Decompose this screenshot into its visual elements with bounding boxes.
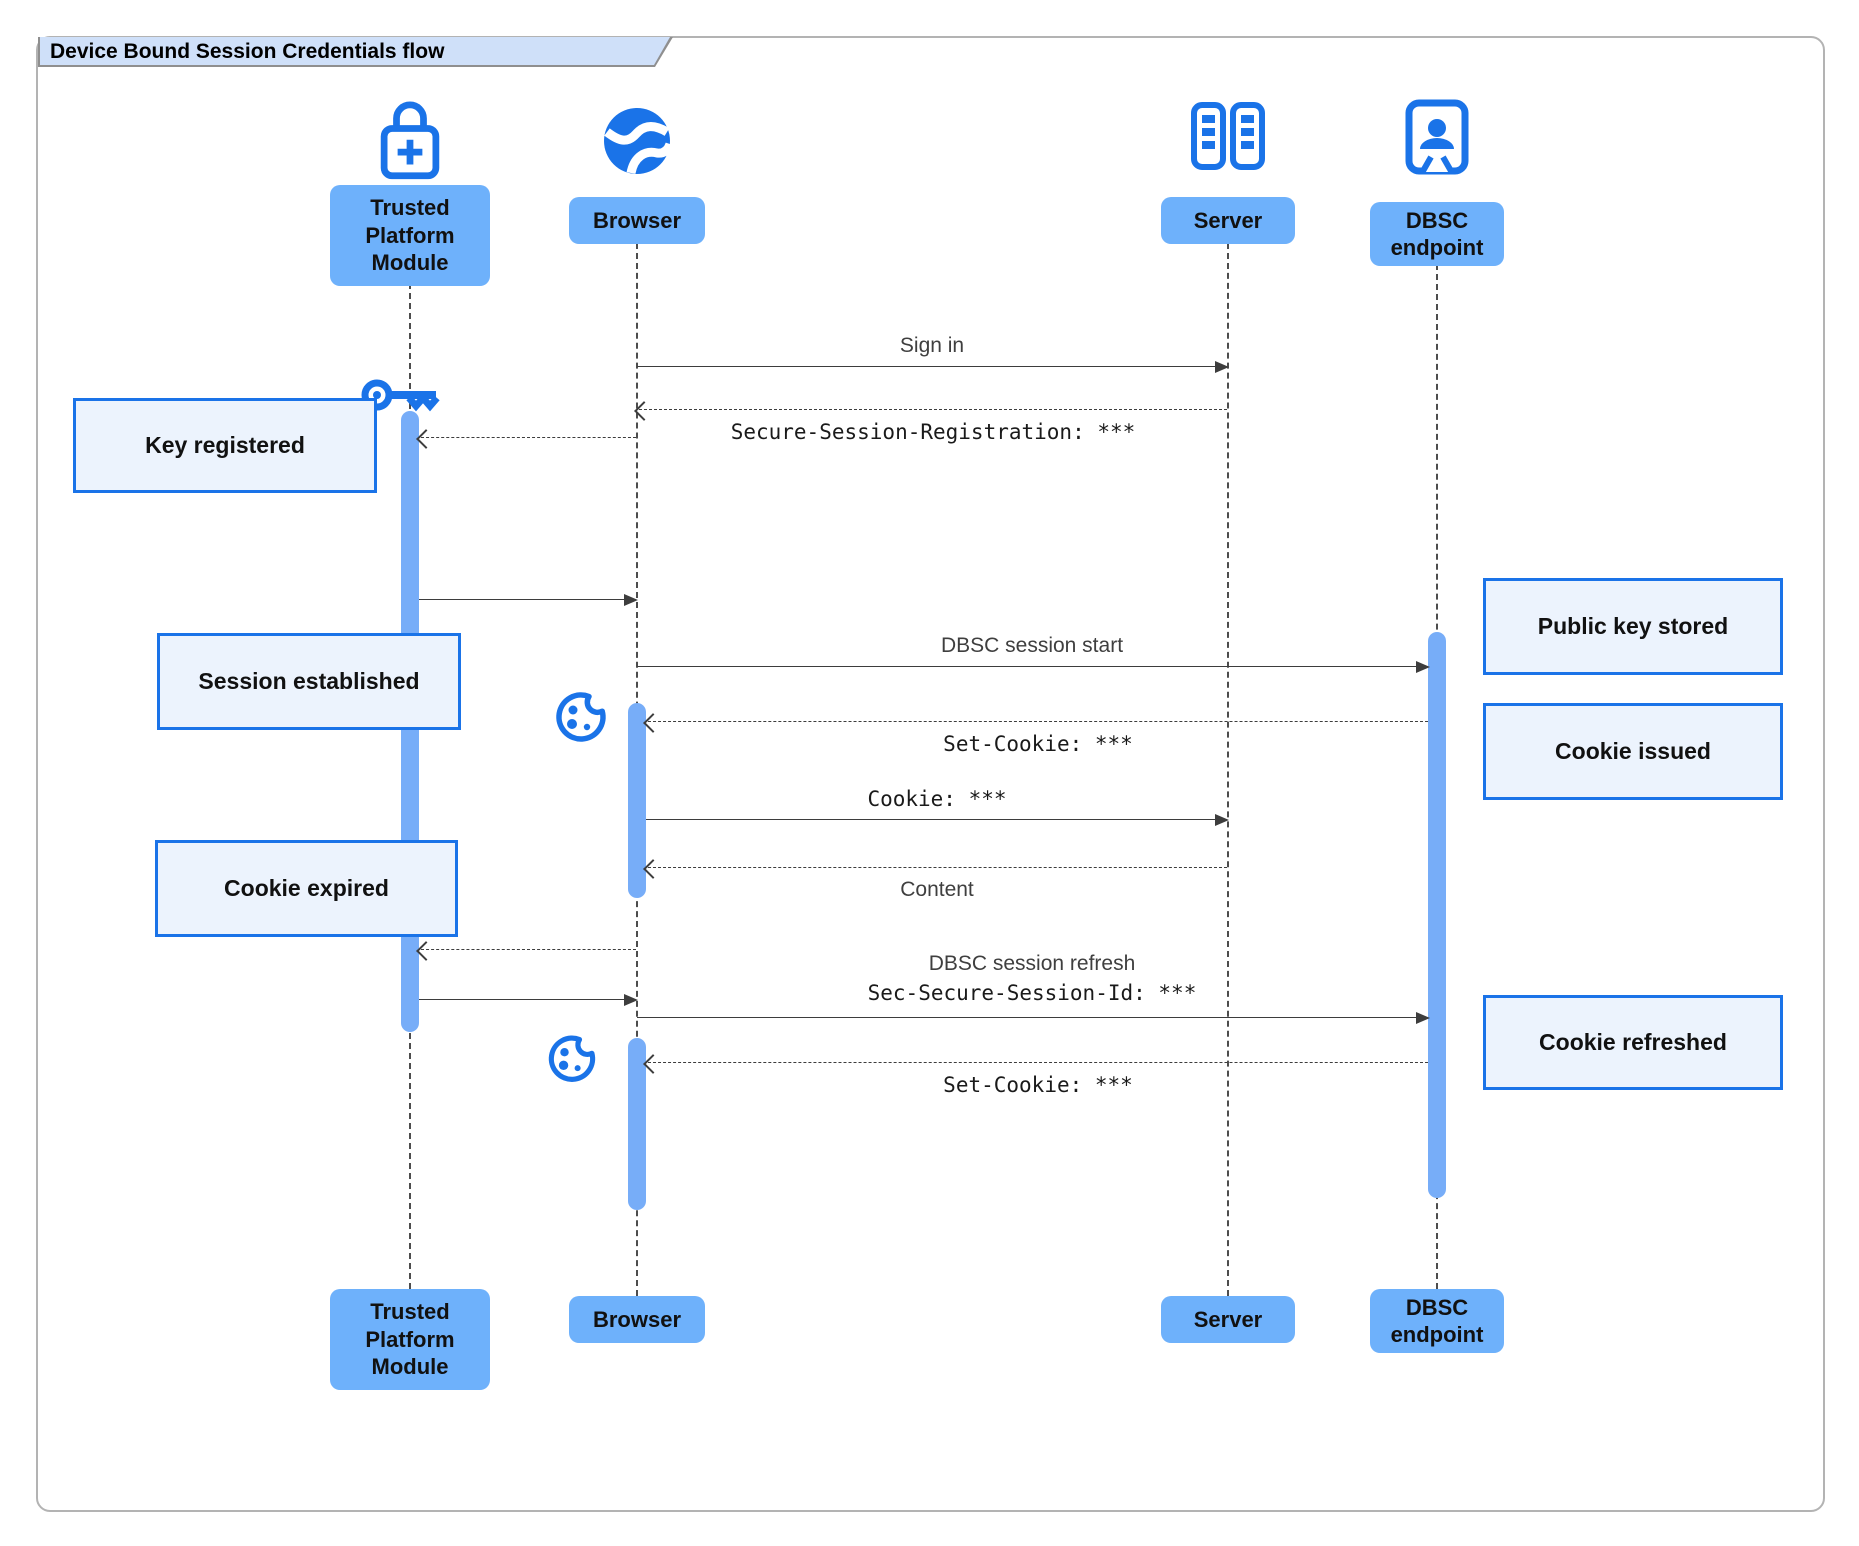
message-arrow-browser-to-tpm-2 [416,940,636,961]
message-label-secure-session-registration: Secure-Session-Registration: *** [730,420,1136,444]
message-label-cookie: Cookie: *** [867,787,1007,811]
message-label-set-cookie-1: Set-Cookie: *** [943,732,1133,756]
globe-icon [600,104,675,178]
participant-bottom-tpm: Trusted Platform Module [330,1289,490,1390]
key-icon [360,372,442,418]
note-public-key-stored: Public key stored [1483,578,1783,675]
participant-bottom-browser: Browser [569,1296,705,1343]
message-arrow-secure-session-registration [634,400,1227,421]
message-arrow-cookie [646,813,1229,826]
note-key-registered: Key registered [73,398,377,493]
diagram-title-tab: Device Bound Session Credentials flow [38,37,673,67]
message-arrow-set-cookie-1 [643,712,1428,733]
activation-bar-browser-2 [628,1038,646,1210]
server-rack-icon [1191,102,1265,170]
note-session-established: Session established [157,633,461,730]
arrowhead-icon [624,993,638,1006]
note-cookie-expired: Cookie expired [155,840,458,937]
message-label-set-cookie-2: Set-Cookie: *** [943,1073,1133,1097]
arrowhead-icon [1215,360,1229,373]
diagram-title: Device Bound Session Credentials flow [50,40,445,63]
arrowhead-icon [1416,1011,1430,1024]
message-arrow-content [643,858,1227,879]
message-arrow-dbsc-session-start [637,660,1430,673]
participant-top-dbsc-endpoint: DBSC endpoint [1370,202,1504,266]
message-arrow-dbsc-session-refresh [637,1011,1430,1024]
participant-bottom-server: Server [1161,1296,1295,1343]
message-label-sign-in: Sign in [899,334,965,357]
participant-top-tpm: Trusted Platform Module [330,185,490,286]
note-cookie-refreshed: Cookie refreshed [1483,995,1783,1090]
arrowhead-icon [1416,660,1430,673]
activation-bar-browser-1 [628,703,646,898]
message-arrow-sign-in [637,360,1229,373]
participant-top-server: Server [1161,197,1295,244]
arrowhead-icon [1215,813,1229,826]
diagram-title-tab-fill: Device Bound Session Credentials flow [38,37,673,67]
activation-bar-dbsc-endpoint [1428,632,1446,1198]
participant-top-browser: Browser [569,197,705,244]
message-label-sec-secure-session-id: Sec-Secure-Session-Id: *** [867,981,1197,1005]
cookie-icon [549,678,613,748]
lifeline-server [1227,243,1229,1296]
message-arrow-tpm-to-browser-2 [419,993,638,1006]
diagram-frame [36,36,1825,1512]
message-arrow-browser-to-tpm [416,428,636,449]
message-arrow-tpm-to-browser [419,593,638,606]
message-label-dbsc-session-start: DBSC session start [940,634,1124,657]
message-label-dbsc-session-refresh: DBSC session refresh [928,952,1136,975]
lock-plus-icon [374,101,446,183]
arrowhead-icon [624,593,638,606]
message-label-content: Content [900,878,974,901]
message-arrow-set-cookie-2 [643,1053,1428,1074]
note-cookie-issued: Cookie issued [1483,703,1783,800]
id-badge-icon [1404,99,1470,175]
cookie-icon [542,1022,602,1088]
participant-bottom-dbsc-endpoint: DBSC endpoint [1370,1289,1504,1353]
